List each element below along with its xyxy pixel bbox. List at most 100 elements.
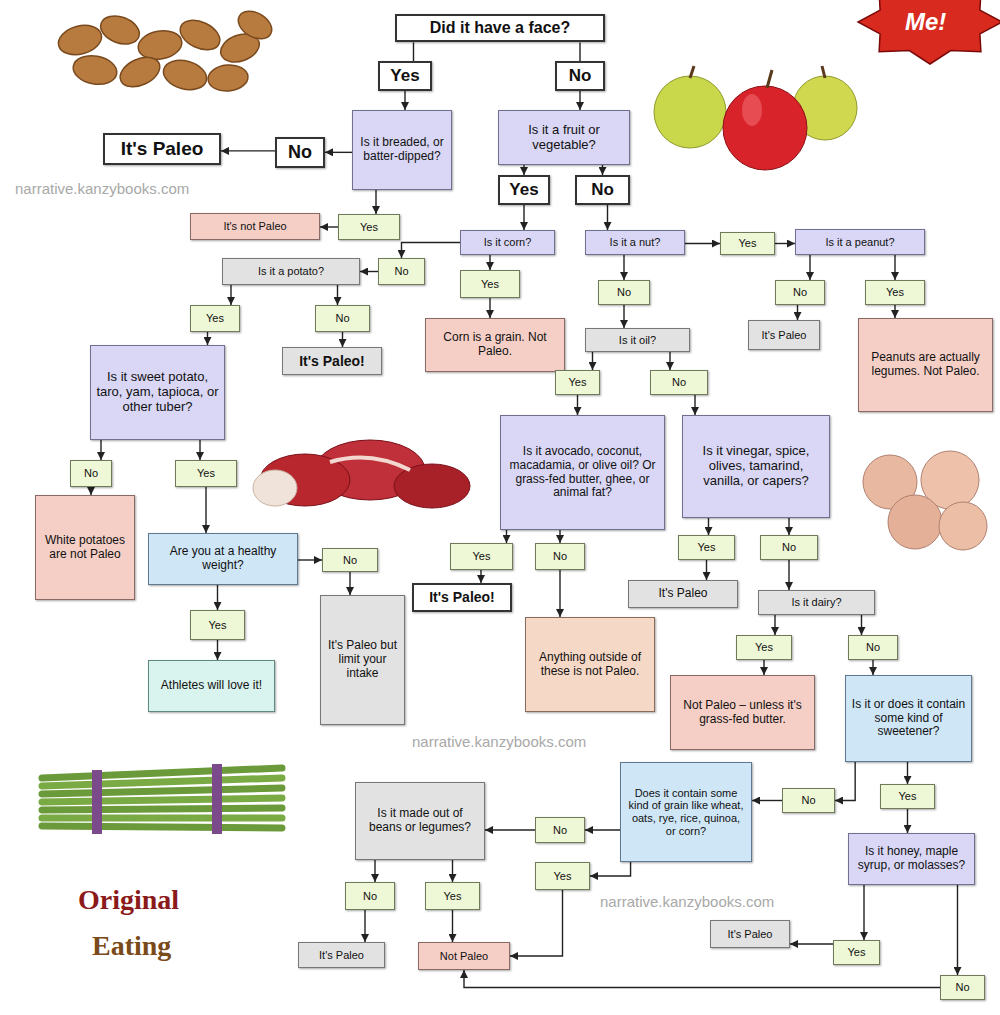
flow-box: Yes <box>425 882 480 910</box>
connector <box>452 910 453 942</box>
flow-box: No <box>315 305 370 332</box>
flow-box: Is it made out of beans or legumes? <box>355 782 485 860</box>
box-text: Yes <box>481 278 499 291</box>
connector <box>835 762 855 801</box>
box-text: It's Paleo <box>728 928 773 941</box>
flow-box: Yes <box>498 175 550 205</box>
nuts-picture <box>71 52 119 87</box>
flow-box: Yes <box>720 232 775 255</box>
flow-box: No <box>322 548 378 572</box>
box-text: Is it oil? <box>619 334 656 347</box>
box-text: It's Paleo <box>659 587 708 601</box>
flow-box: Yes <box>555 370 600 395</box>
flow-box: Yes <box>736 635 792 660</box>
flow-box: Corn is a grain. Not Paleo. <box>425 318 565 372</box>
flow-box: It's Paleo! <box>412 583 512 612</box>
watermark: narrative.kanzybooks.com <box>412 733 586 750</box>
box-text: No <box>288 142 312 163</box>
box-text: Corn is a grain. Not Paleo. <box>431 331 559 359</box>
box-text: Does it contain some kind of grain like … <box>626 787 746 838</box>
badge-text: Me! <box>905 8 946 36</box>
box-text: Peanuts are actually legumes. Not Paleo. <box>864 351 987 379</box>
flow-box: Yes <box>190 305 240 332</box>
box-text: Yes <box>698 541 716 554</box>
connector <box>790 943 833 944</box>
box-text: Yes <box>899 790 917 803</box>
nuts-picture <box>55 21 105 59</box>
connector <box>623 305 624 328</box>
connector <box>706 560 707 580</box>
connector <box>788 518 789 535</box>
box-text: Athletes will love it! <box>161 679 262 693</box>
flow-box: No <box>782 788 835 813</box>
connector <box>402 243 461 259</box>
asparagus-picture <box>42 798 282 802</box>
connector <box>298 559 322 560</box>
apples-picture <box>742 94 762 126</box>
connector <box>607 205 608 230</box>
flow-box: Is it oil? <box>585 328 690 352</box>
box-text: Is it breaded, or batter-dipped? <box>358 136 446 164</box>
connector <box>221 150 275 151</box>
connector <box>413 42 414 61</box>
connector <box>861 615 862 635</box>
box-text: Not Paleo – unless it's grass-fed butter… <box>676 699 809 727</box>
box-text: Yes <box>739 237 757 250</box>
connector <box>602 165 603 175</box>
flow-box: Yes <box>833 940 880 965</box>
flow-box: No <box>598 280 650 305</box>
connector <box>592 352 593 370</box>
box-text: Yes <box>554 870 572 883</box>
apples-picture <box>690 66 694 78</box>
connector <box>763 660 764 675</box>
box-text: Is it a fruit or vegetable? <box>504 123 624 153</box>
box-text: It's Paleo <box>762 329 807 342</box>
connector <box>694 395 695 415</box>
meat-picture <box>330 458 410 471</box>
box-text: No <box>553 550 567 563</box>
flow-box: Athletes will love it! <box>148 660 275 712</box>
connector <box>894 255 895 280</box>
flow-box: Peanuts are actually legumes. Not Paleo. <box>858 318 993 412</box>
flow-box: Does it contain some kind of grain like … <box>620 762 752 862</box>
flow-box: Is it or does it contain some kind of sw… <box>845 675 972 762</box>
box-text: Yes <box>390 66 419 86</box>
connector <box>404 91 405 110</box>
box-text: No <box>591 180 614 200</box>
watermark: narrative.kanzybooks.com <box>15 180 189 197</box>
flow-box: Is it breaded, or batter-dipped? <box>352 110 452 190</box>
connector <box>774 615 775 635</box>
flow-box: It's not Paleo <box>190 213 320 240</box>
connector <box>364 910 365 942</box>
connector <box>894 305 895 318</box>
box-text: Are you at a healthy weight? <box>154 545 292 573</box>
flow-box: No <box>775 280 825 305</box>
box-text: No <box>801 794 815 807</box>
flow-box: No <box>940 975 985 1000</box>
flow-box: Yes <box>450 543 513 570</box>
connector <box>374 860 375 882</box>
box-text: Is it honey, maple syrup, or molasses? <box>854 845 969 873</box>
meat-picture <box>253 440 470 508</box>
connector-group <box>91 42 958 987</box>
connector <box>523 165 524 175</box>
box-text: Is it sweet potato, taro, yam, tapioca, … <box>96 370 219 415</box>
flow-box: No <box>70 460 112 487</box>
flow-box: It's Paleo <box>628 580 738 608</box>
apples-picture <box>654 76 726 148</box>
connector <box>506 530 507 543</box>
connector <box>708 518 709 535</box>
flow-box: Is it vinegar, spice, olives, tamarind, … <box>682 415 830 518</box>
flow-box: White potatoes are not Paleo <box>35 495 135 600</box>
connector <box>510 890 563 956</box>
apples-picture <box>654 66 857 170</box>
nuts-picture <box>97 11 143 49</box>
flow-box: It's Paleo! <box>282 347 382 375</box>
box-text: Not Paleo <box>440 950 488 963</box>
box-text: White potatoes are not Paleo <box>41 534 129 562</box>
connector <box>217 640 218 660</box>
connector <box>685 243 720 244</box>
meat-picture <box>253 470 297 506</box>
